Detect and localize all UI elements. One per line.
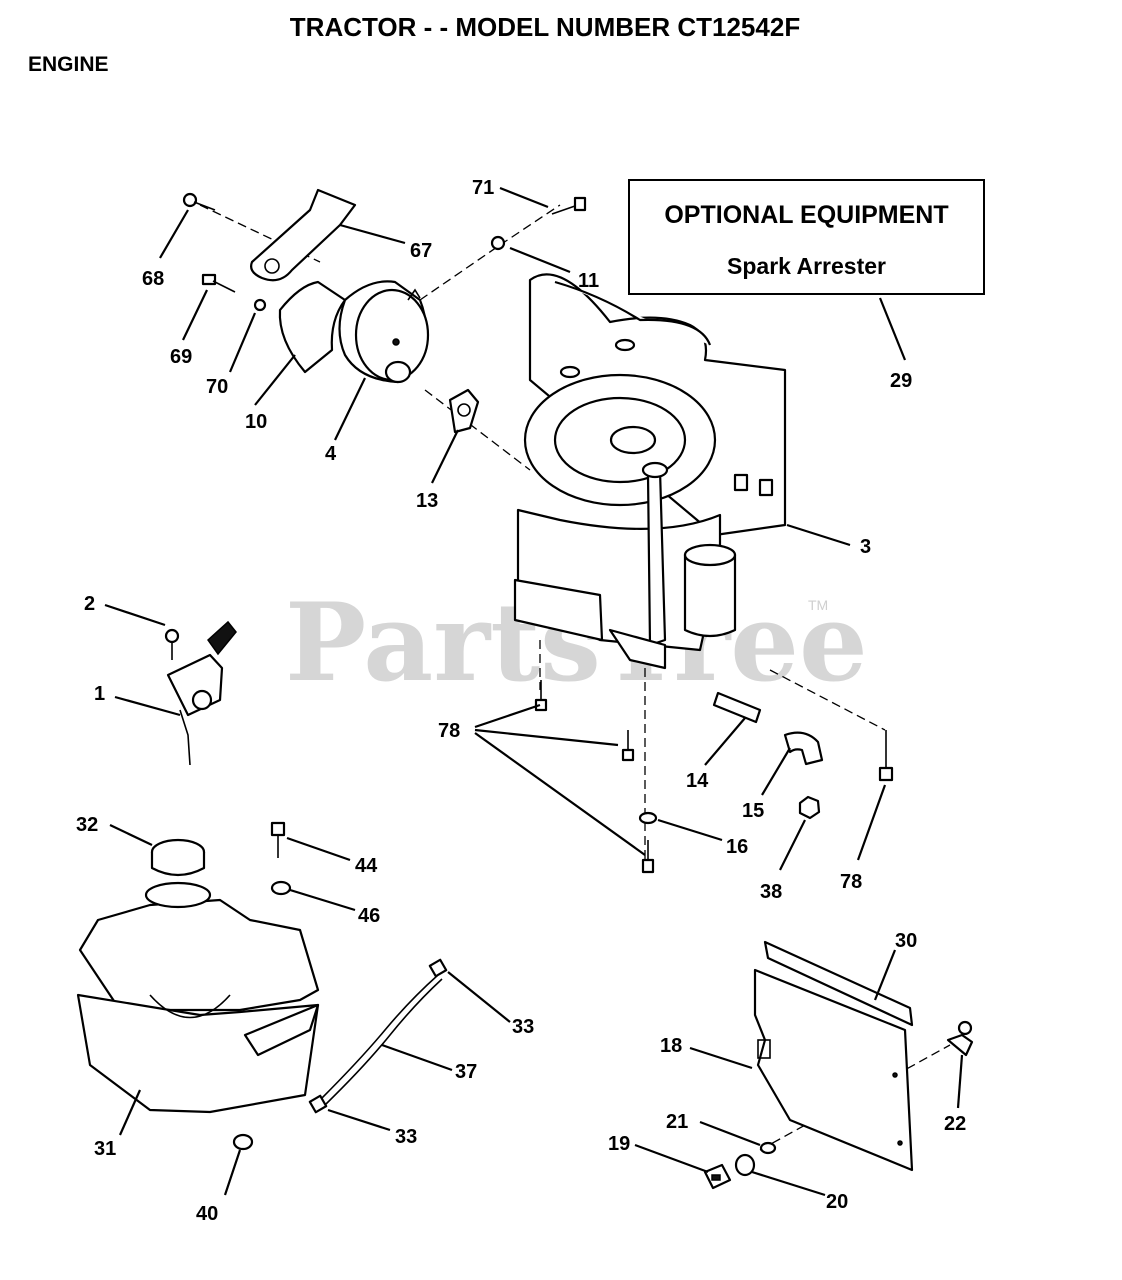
fuel-line-37	[319, 974, 443, 1106]
bolt-78-right	[878, 730, 894, 782]
screw-2	[164, 628, 180, 660]
callout-1: 1	[94, 683, 105, 705]
callout-15: 15	[742, 800, 764, 822]
muffler-bracket	[250, 188, 357, 282]
bolt-71	[551, 196, 587, 215]
muffler	[338, 280, 430, 384]
callout-2: 2	[84, 593, 95, 615]
callout-69: 69	[170, 346, 192, 368]
muffler-heat-shield	[278, 280, 347, 374]
fuel-cap-32	[150, 838, 206, 877]
callout-46: 46	[358, 905, 380, 927]
bolt-69	[201, 273, 236, 293]
callout-37: 37	[455, 1061, 477, 1083]
callout-40: 40	[196, 1203, 218, 1225]
callout-67: 67	[410, 240, 432, 262]
strip-30	[763, 940, 914, 1027]
page-title: TRACTOR - - MODEL NUMBER CT12542F	[289, 12, 801, 42]
washer-21	[759, 1141, 777, 1155]
callout-70: 70	[206, 376, 228, 398]
callout-78-left: 78	[438, 720, 460, 742]
engine	[513, 273, 787, 670]
callout-11: 11	[578, 270, 599, 292]
bracket-19	[703, 1163, 732, 1190]
watermark-trademark: TM	[808, 597, 828, 613]
bolt-68	[182, 192, 216, 211]
washer-46	[270, 880, 292, 896]
drain-pipe-14	[712, 691, 762, 724]
callout-30: 30	[895, 930, 917, 952]
callout-38: 38	[760, 881, 782, 903]
fuel-tank	[76, 881, 320, 1114]
callout-14: 14	[686, 770, 709, 792]
callout-68: 68	[142, 268, 164, 290]
bolt-78-center	[621, 730, 635, 762]
callout-22: 22	[944, 1113, 966, 1135]
cap-38	[798, 795, 821, 820]
washer-11	[490, 235, 506, 251]
callout-29: 29	[890, 370, 912, 392]
callout-21: 21	[666, 1111, 688, 1133]
gasket-13	[448, 388, 480, 434]
callout-31: 31	[94, 1138, 116, 1160]
callout-71: 71	[472, 177, 494, 199]
washer-20	[734, 1153, 756, 1177]
callout-4: 4	[325, 443, 337, 465]
elbow-15	[783, 731, 824, 766]
leader-lines	[104, 186, 964, 1197]
bolt-78-bottom	[641, 840, 655, 874]
clamp-33-bottom	[308, 1094, 328, 1114]
callout-33-top: 33	[512, 1016, 534, 1038]
washer-16	[638, 811, 658, 825]
callout-10: 10	[245, 411, 267, 433]
spark-arrester-label: Spark Arrester	[727, 253, 886, 279]
callout-labels: 68 67 71 11 69 70 10 4 13 29 3 2 1 78 14…	[76, 177, 966, 1225]
assembly-lines	[199, 204, 951, 1151]
callout-33-bottom: 33	[395, 1126, 417, 1148]
bolt-44	[270, 821, 286, 858]
callout-3: 3	[860, 536, 871, 558]
optional-equipment-title: OPTIONAL EQUIPMENT	[664, 201, 949, 229]
callout-32: 32	[76, 814, 98, 836]
throttle-control	[166, 620, 237, 766]
callout-18: 18	[660, 1035, 682, 1057]
optional-equipment-box: OPTIONAL EQUIPMENT Spark Arrester	[628, 179, 985, 295]
callout-78-right: 78	[840, 871, 862, 893]
grommet-40	[232, 1133, 254, 1151]
washer-70	[253, 298, 267, 312]
section-label: ENGINE	[28, 53, 109, 76]
clamp-33-top	[428, 958, 448, 978]
panel-18	[753, 968, 914, 1172]
bolt-78-left	[534, 680, 548, 712]
callout-44: 44	[355, 855, 378, 877]
wing-nut-22	[946, 1020, 974, 1057]
callout-19: 19	[608, 1133, 630, 1155]
callout-20: 20	[826, 1191, 848, 1213]
callout-13: 13	[416, 490, 438, 512]
callout-16: 16	[726, 836, 748, 858]
